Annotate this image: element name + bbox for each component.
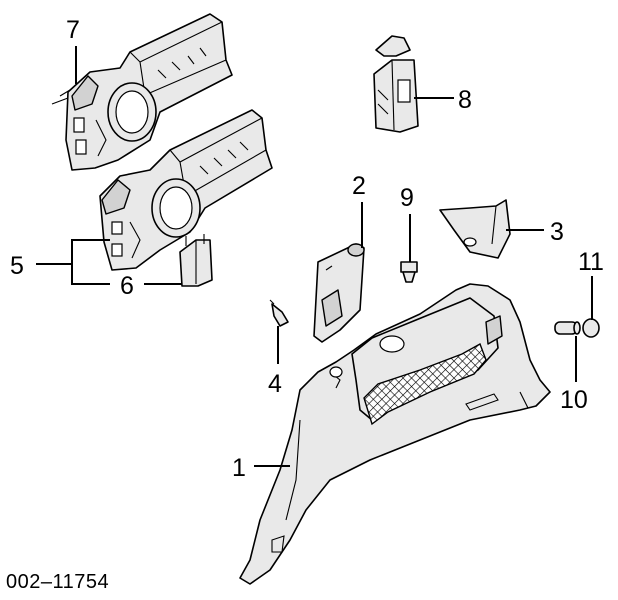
callout-5: 5 bbox=[10, 252, 24, 280]
part-1-quarter-trim-panel bbox=[239, 283, 551, 585]
part-3-corner-trim bbox=[439, 199, 511, 259]
leader-lines bbox=[36, 46, 593, 467]
callout-2: 2 bbox=[352, 172, 366, 200]
callout-1: 1 bbox=[232, 454, 246, 482]
callout-8: 8 bbox=[458, 86, 472, 114]
part-6-clip bbox=[179, 234, 213, 287]
part-10-pin bbox=[554, 321, 581, 335]
part-11-cap bbox=[582, 318, 600, 338]
part-4-clip bbox=[269, 299, 289, 327]
part-9-fastener bbox=[400, 261, 418, 283]
part-2-upper-trim bbox=[313, 243, 365, 343]
leader-5-bracket bbox=[71, 239, 110, 285]
callout-7: 7 bbox=[66, 16, 80, 44]
part-7-upper-speaker-bracket bbox=[51, 13, 233, 171]
callout-4: 4 bbox=[268, 370, 282, 398]
callout-10: 10 bbox=[560, 386, 588, 414]
part-5-lower-speaker-bracket bbox=[99, 109, 273, 271]
callout-11: 11 bbox=[578, 248, 604, 276]
callout-3: 3 bbox=[550, 218, 564, 246]
part-8-retainer bbox=[373, 35, 419, 133]
callout-9: 9 bbox=[400, 184, 414, 212]
callout-6: 6 bbox=[120, 272, 134, 300]
callout-numbers: 7 8 2 9 3 11 5 6 4 10 1 bbox=[10, 16, 604, 482]
reference-code: 002–11754 bbox=[6, 571, 109, 593]
